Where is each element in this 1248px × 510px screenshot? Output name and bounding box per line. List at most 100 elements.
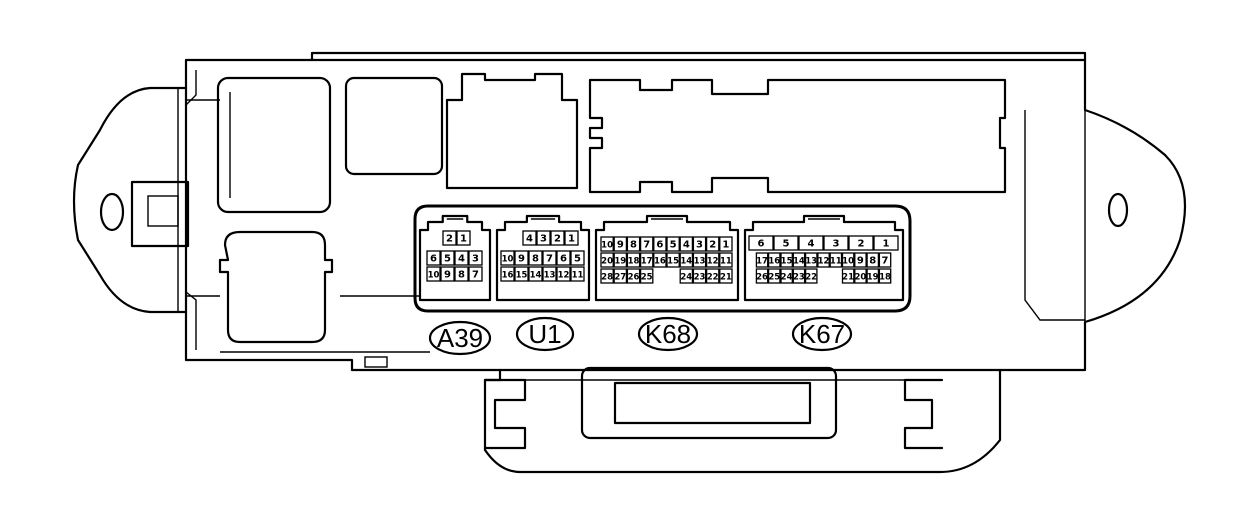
pin-a39-8: 8 [454,266,469,282]
pin-k67-22: 22 [804,268,818,284]
pin-u1-8: 8 [528,250,543,266]
pin-k68-1: 1 [719,236,733,252]
pin-number: 9 [857,256,864,267]
pin-number: 7 [882,256,889,267]
pin-number: 15 [516,271,528,281]
pin-number: 6 [656,240,663,251]
pin-number: 13 [694,257,706,267]
pin-number: 5 [670,240,677,251]
pin-k67-25: 25 [767,268,781,284]
pin-k68-7: 7 [639,236,654,252]
pin-k68-15: 15 [666,252,680,268]
pin-number: 2 [709,240,716,251]
pin-number: 4 [526,234,533,245]
pin-a39-6: 6 [426,250,441,266]
pin-k68-3: 3 [692,236,707,252]
pin-number: 13 [544,271,556,281]
pin-k67-13: 13 [804,252,818,268]
pin-number: 9 [518,254,525,265]
left-mount-hole [99,192,125,232]
pin-number: 19 [614,257,626,267]
connector-label-k68: K68 [637,316,699,352]
pin-a39-1: 1 [456,230,471,246]
pin-k67-10: 10 [841,252,855,268]
pin-number: 20 [854,273,866,283]
pin-k67-17: 17 [755,252,769,268]
pin-u1-9: 9 [514,250,529,266]
pin-u1-11: 11 [570,266,585,282]
connector-id-text: A39 [437,323,483,353]
pin-number: 4 [458,254,465,265]
pin-k68-20: 20 [600,252,614,268]
pin-number: 3 [472,254,479,265]
pin-number: 25 [641,273,653,283]
pin-a39-3: 3 [468,250,483,266]
connector-label-a39: A39 [428,320,492,356]
left-latch [130,180,190,248]
pin-number: 10 [428,271,440,281]
pin-number: 10 [842,257,854,267]
pin-k68-25: 25 [639,268,654,284]
pin-number: 13 [805,257,817,267]
pin-number: 18 [879,273,891,283]
connector-id-text: K68 [645,319,691,349]
pin-number: 8 [532,254,539,265]
relay-cavities [216,72,1007,344]
pin-number: 22 [707,273,719,283]
pin-number: 10 [601,241,613,251]
pin-u1-3: 3 [536,230,551,246]
pin-number: 28 [601,273,613,283]
connector-housing [743,214,905,302]
pin-k67-18: 18 [878,268,892,284]
pin-number: 8 [630,240,637,251]
pin-number: 2 [554,234,561,245]
pin-u1-6: 6 [556,250,571,266]
pin-number: 17 [756,257,768,267]
pin-number: 14 [530,271,542,281]
pin-number: 23 [793,273,805,283]
pin-u1-5: 5 [570,250,585,266]
pin-number: 3 [540,234,547,245]
pin-u1-10: 10 [500,250,515,266]
pin-number: 4 [683,240,690,251]
pin-k67-24: 24 [780,268,793,284]
pin-a39-10: 10 [426,266,441,282]
pin-k68-11: 11 [719,252,733,268]
pin-k67-7: 7 [878,252,892,268]
pin-number: 1 [460,234,467,245]
pin-k67-5: 5 [773,235,799,251]
pin-number: 25 [768,273,780,283]
pin-k68-26: 26 [626,268,641,284]
pin-k68-4: 4 [679,236,694,252]
pin-k68-8: 8 [626,236,641,252]
pin-number: 5 [574,254,581,265]
pin-k67-6: 6 [748,235,774,251]
pin-u1-16: 16 [500,266,515,282]
pin-k67-3: 3 [823,235,849,251]
pin-number: 16 [502,271,514,281]
pin-a39-7: 7 [468,266,483,282]
pin-number: 26 [756,273,768,283]
connector-id-text: K67 [799,319,845,349]
pin-u1-13: 13 [542,266,557,282]
pin-number: 14 [680,257,692,267]
pin-number: 6 [758,239,765,250]
pin-a39-5: 5 [440,250,455,266]
pin-number: 14 [793,257,805,267]
pin-number: 1 [883,239,890,250]
bottom-socket [580,366,838,440]
pin-k67-8: 8 [866,252,880,268]
connector-frame [413,204,912,313]
pin-number: 12 [707,257,719,267]
pin-k68-16: 16 [653,252,667,268]
pin-number: 21 [720,273,732,283]
pin-number: 8 [458,270,465,281]
pin-number: 7 [472,270,479,281]
pin-k68-10: 10 [600,236,614,252]
pin-u1-7: 7 [542,250,557,266]
pin-number: 24 [680,273,692,283]
pin-number: 3 [696,240,703,251]
